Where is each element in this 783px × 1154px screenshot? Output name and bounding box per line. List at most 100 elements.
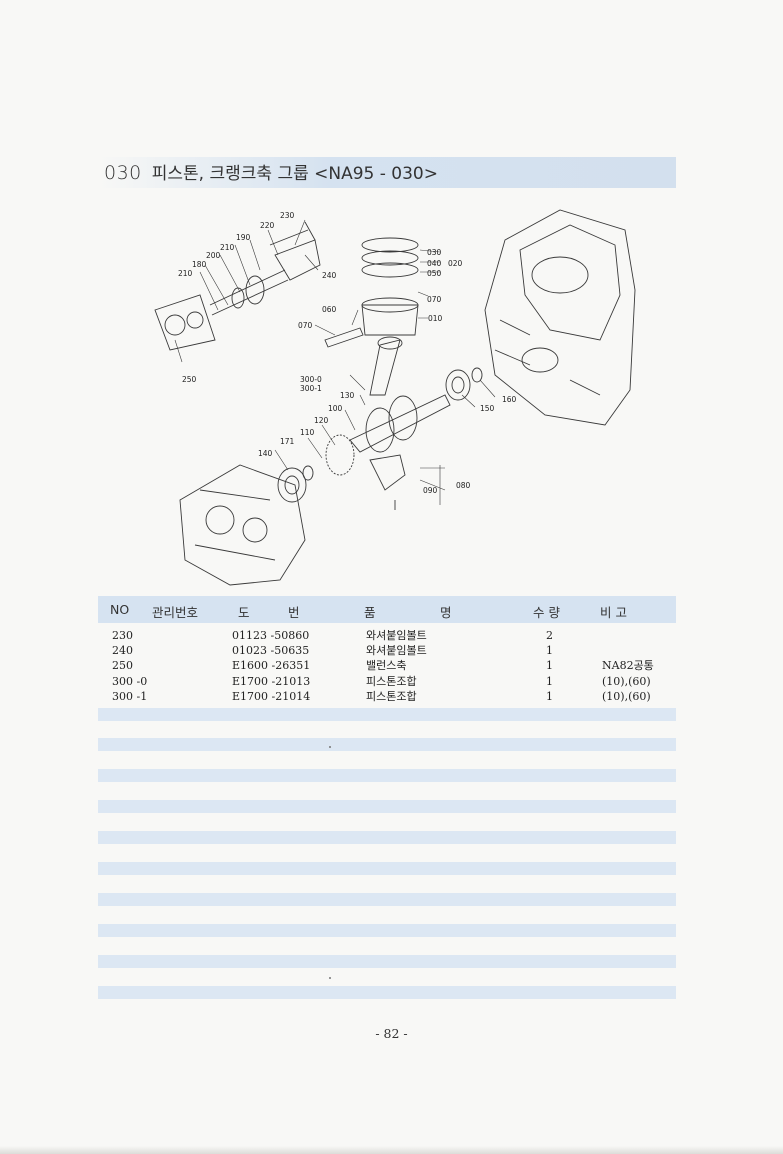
label-220: 220	[260, 221, 275, 230]
label-240: 240	[322, 271, 337, 280]
empty-row-stripe	[98, 769, 676, 782]
label-130: 130	[340, 391, 355, 400]
empty-row-stripe	[98, 738, 676, 751]
row-no: 250	[112, 659, 133, 673]
row-no: 300 -1	[112, 689, 148, 703]
row-name: 피스톤조합	[366, 689, 417, 703]
label-210b: 210	[178, 269, 193, 278]
row-note: (10),(60)	[602, 689, 651, 703]
label-140: 140	[258, 449, 273, 458]
balancer-shaft	[209, 269, 289, 316]
empty-row-stripe	[98, 924, 676, 937]
scan-dot	[329, 746, 331, 748]
cover-hole-a	[205, 505, 235, 535]
header-note: 비 고	[600, 605, 627, 620]
piston-ring-1	[361, 237, 419, 253]
gasket-shape	[154, 294, 216, 351]
connecting-rod	[369, 339, 401, 396]
row-name: 피스톤조합	[366, 674, 417, 688]
row-note: (10),(60)	[602, 674, 651, 688]
section-title-bar	[98, 157, 676, 188]
label-090: 090	[423, 486, 438, 495]
label-100: 100	[328, 404, 343, 413]
empty-row-stripe	[98, 893, 676, 906]
table-header-bar	[98, 596, 676, 623]
row-no: 240	[112, 644, 133, 658]
row-no: 230	[112, 629, 133, 642]
piston-shape	[361, 304, 419, 336]
crank-gear	[325, 434, 355, 476]
label-300-1: 300-1	[300, 384, 322, 393]
empty-row-stripe	[98, 708, 676, 721]
table-row: 300 -0 E1700 -21013 피스톤조합 1 (10),(60)	[0, 674, 783, 689]
label-200: 200	[206, 251, 221, 260]
label-120: 120	[314, 416, 329, 425]
section-number: 030	[104, 162, 142, 184]
table-row: 240 01023 -50635 와셔붙임볼트 1	[0, 643, 783, 658]
engine-block-shape	[484, 209, 636, 426]
label-070b: 070	[298, 321, 313, 330]
label-030: 030	[427, 248, 442, 257]
engine-bore	[531, 256, 589, 294]
row-note: NA82공통	[602, 659, 654, 673]
row-no: 300 -0	[112, 674, 148, 688]
label-300-0: 300-0	[300, 375, 322, 384]
scan-edge	[0, 1146, 783, 1154]
table-row: 300 -1 E1700 -21014 피스톤조합 1 (10),(60)	[0, 689, 783, 704]
row-code: E1600 -26351	[232, 659, 311, 673]
row-name: 와셔붙임볼트	[366, 629, 427, 642]
label-190: 190	[236, 233, 251, 242]
empty-row-stripe	[98, 955, 676, 968]
table-row: 250 E1600 -26351 밸런스축 1 NA82공통	[0, 658, 783, 673]
empty-row-stripe	[98, 862, 676, 875]
row-code: 01123 -50860	[232, 629, 310, 642]
row-qty: 2	[546, 629, 553, 642]
header-drawing-number-2: 번	[288, 605, 300, 620]
row-code: 01023 -50635	[232, 644, 310, 658]
section-title-text: 피스톤, 크랭크축 그룹 <NA95 - 030>	[151, 164, 438, 184]
parts-table-body: 230 01123 -50860 와셔붙임볼트 2 240 01023 -506…	[0, 628, 783, 704]
row-name: 와셔붙임볼트	[366, 644, 427, 658]
bearing-150	[445, 369, 471, 401]
label-110: 110	[300, 428, 315, 437]
crankcase-cover-shape	[179, 464, 306, 586]
diagram-svg: 230 220 190 210 200 180 210 240 250 030 …	[154, 209, 636, 586]
label-060: 060	[322, 305, 337, 314]
wrist-pin	[324, 327, 364, 348]
row-code: E1700 -21013	[232, 674, 311, 688]
header-part-name-2: 명	[440, 605, 452, 620]
label-080: 080	[456, 481, 471, 490]
label-050: 050	[427, 269, 442, 278]
section-title: 030 피스톤, 크랭크축 그룹 <NA95 - 030>	[104, 160, 438, 186]
label-070a: 070	[427, 295, 442, 304]
empty-row-stripe	[98, 986, 676, 999]
label-250: 250	[182, 375, 197, 384]
crankshaft	[349, 394, 451, 453]
header-mgmt-number: 관리번호	[152, 605, 199, 620]
row-qty: 1	[546, 644, 553, 658]
label-010: 010	[428, 314, 443, 323]
header-quantity: 수 량	[533, 605, 560, 620]
bearing-140	[277, 467, 307, 503]
row-qty: 1	[546, 689, 553, 703]
label-150: 150	[480, 404, 495, 413]
row-name: 밸런스축	[366, 659, 407, 673]
rod-cap	[369, 454, 406, 491]
engine-block-inner	[519, 224, 621, 341]
row-code: E1700 -21014	[232, 689, 311, 703]
label-020: 020	[448, 259, 463, 268]
header-no: NO	[110, 602, 130, 617]
label-230: 230	[280, 211, 295, 220]
scan-dot	[329, 977, 331, 979]
header-part-name-1: 품	[364, 605, 376, 620]
exploded-parts-diagram: 230 220 190 210 200 180 210 240 250 030 …	[100, 200, 680, 590]
label-171: 171	[280, 437, 295, 446]
table-row: 230 01123 -50860 와셔붙임볼트 2	[0, 628, 783, 643]
page-number: - 82 -	[375, 1026, 408, 1041]
label-160: 160	[502, 395, 517, 404]
label-180: 180	[192, 260, 207, 269]
header-drawing-number-1: 도	[238, 605, 250, 620]
empty-row-stripe	[98, 831, 676, 844]
empty-row-stripe	[98, 800, 676, 813]
row-qty: 1	[546, 659, 553, 673]
